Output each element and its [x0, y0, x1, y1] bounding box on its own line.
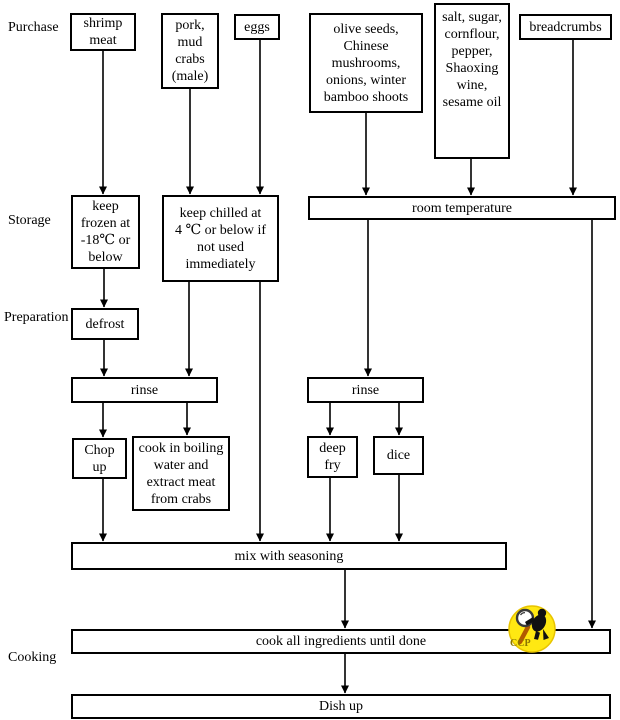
node-rinse-left: rinse: [71, 377, 218, 403]
node-eggs: eggs: [234, 14, 280, 40]
ccp-badge: CCP: [508, 605, 556, 653]
node-olive-seeds-mix: olive seeds, Chinese mushrooms, onions, …: [309, 13, 423, 113]
node-dice: dice: [373, 436, 424, 475]
node-seasonings: salt, sugar, cornflour, pepper, Shaoxing…: [434, 3, 510, 159]
lens-highlight: [519, 611, 526, 616]
node-mix-with-seasoning: mix with seasoning: [71, 542, 507, 570]
stage-label-purchase: Purchase: [8, 20, 59, 35]
ccp-label: CCP: [510, 638, 531, 649]
node-dish-up: Dish up: [71, 694, 611, 719]
node-defrost: defrost: [71, 308, 139, 340]
node-room-temperature: room temperature: [308, 196, 616, 220]
stage-label-cooking: Cooking: [8, 650, 57, 665]
node-cook-in-boiling-water: cook in boiling water and extract meat f…: [132, 436, 230, 511]
node-pork-mud-crabs: pork, mud crabs (male): [161, 13, 219, 89]
node-breadcrumbs: breadcrumbs: [519, 14, 612, 40]
node-deep-fry: deep fry: [307, 436, 358, 478]
magnifier-lens-icon: [515, 608, 535, 628]
magnifier-handle: [517, 624, 531, 645]
inspector-figure-icon: [525, 608, 549, 640]
node-rinse-right: rinse: [307, 377, 424, 403]
node-shrimp-meat: shrimp meat: [70, 13, 136, 51]
stage-label-preparation: Preparation: [4, 310, 69, 325]
node-chop-up: Chop up: [72, 438, 127, 479]
node-keep-chilled: keep chilled at 4 ℃ or below if not used…: [162, 195, 279, 282]
node-keep-frozen: keep frozen at -18℃ or below: [71, 195, 140, 269]
stage-label-storage: Storage: [8, 213, 51, 228]
